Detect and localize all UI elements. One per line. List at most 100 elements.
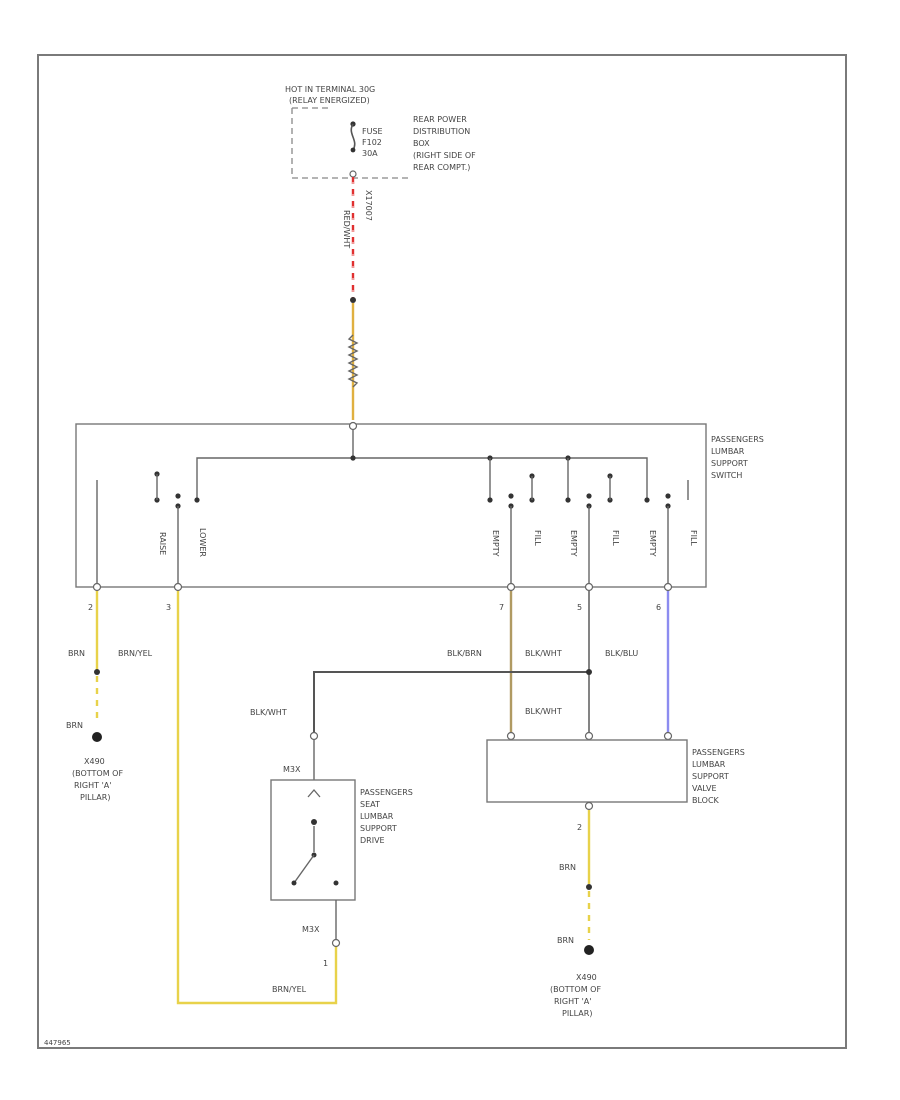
- lumbar-drive-box: [270, 779, 356, 901]
- rear-power-box-line-2: DISTRIBUTION: [413, 127, 470, 136]
- lumbar-switch: PASSENGERS LUMBAR SUPPORT SWITCH: [75, 421, 764, 612]
- contact-empty1-upper: [508, 493, 514, 499]
- rear-power-box-line-3: BOX: [413, 139, 430, 148]
- red-white-wire-label: RED/WHT: [342, 210, 351, 248]
- switch-contacts: [96, 471, 689, 583]
- right-ground-circuit: BRN BRN X490 (BOTTOM OF RIGHT 'A' PILLAR…: [550, 810, 601, 1018]
- drive-contact-left: [291, 880, 297, 886]
- left-ground-line-1: X490: [84, 757, 105, 766]
- valve-pin-2: 2: [577, 823, 582, 832]
- brn-yel-label-bottom: BRN/YEL: [272, 985, 307, 994]
- contact-label-fill-2: FILL: [611, 530, 620, 546]
- right-ground-line-3: RIGHT 'A': [554, 997, 591, 1006]
- drive-contact-right: [333, 880, 339, 886]
- drive-bottom-connector: [331, 938, 341, 948]
- blk-wht-splice: [586, 669, 592, 675]
- coil-symbol: [347, 334, 359, 388]
- switch-pin-3-connector: [173, 582, 183, 592]
- switch-name-line-2: LUMBAR: [711, 447, 745, 456]
- switch-name-line-1: PASSENGERS: [711, 435, 764, 444]
- diagram-frame: [37, 54, 847, 1049]
- drive-name-line-4: SUPPORT: [360, 824, 397, 833]
- valve-connector-1: [506, 731, 516, 741]
- switch-internal-bus: [196, 457, 648, 500]
- fuse-bottom-terminal: [350, 147, 356, 153]
- switch-pin-2-connector: [92, 582, 102, 592]
- blk-brn-label: BLK/BRN: [447, 649, 482, 658]
- switch-top-connector: [348, 421, 358, 431]
- right-ground-line-2: (BOTTOM OF: [550, 985, 601, 994]
- rear-power-box-line-1: REAR POWER: [413, 115, 467, 124]
- right-ground-splice: [586, 884, 592, 890]
- blk-blu-label: BLK/BLU: [605, 649, 638, 658]
- left-ground-splice: [94, 669, 100, 675]
- right-brn-label-2: BRN: [557, 936, 574, 945]
- inline-connector: [350, 297, 356, 303]
- left-ground-terminal: [92, 732, 102, 742]
- contact-label-raise: RAISE: [158, 532, 167, 555]
- right-ground-terminal: [584, 945, 594, 955]
- left-ground-circuit: BRN BRN X490 (BOTTOM OF RIGHT 'A' PILLAR…: [66, 591, 123, 802]
- switch-pin-7: 7: [499, 603, 504, 612]
- fuse-id: F102: [362, 138, 382, 147]
- power-source: HOT IN TERMINAL 30G (RELAY ENERGIZED) FU…: [285, 85, 476, 420]
- drive-name-line-3: LUMBAR: [360, 812, 394, 821]
- relay-label: (RELAY ENERGIZED): [289, 96, 370, 105]
- drive-switch-arm: [293, 854, 315, 884]
- rear-power-box-line-5: REAR COMPT.): [413, 163, 470, 172]
- lumbar-switch-box: [75, 423, 707, 588]
- switch-name-line-4: SWITCH: [711, 471, 742, 480]
- wire-blk-wht-drive: [313, 671, 589, 732]
- contact-bus-left: [194, 497, 200, 503]
- left-ground-line-2: (BOTTOM OF: [72, 769, 123, 778]
- valve-connector-3: [663, 731, 673, 741]
- hot-label: HOT IN TERMINAL 30G: [285, 85, 375, 94]
- contact-empty2-upper: [586, 493, 592, 499]
- switch-pin-5: 5: [577, 603, 582, 612]
- rear-power-box-outline: [291, 107, 410, 179]
- drive-pin-1: 1: [323, 959, 328, 968]
- switch-pin-3: 3: [166, 603, 171, 612]
- power-box-connector: [349, 170, 357, 178]
- switch-pin-6-connector: [663, 582, 673, 592]
- rear-power-box-line-4: (RIGHT SIDE OF: [413, 151, 476, 160]
- fuse-symbol: [350, 123, 356, 151]
- drive-name-line-2: SEAT: [360, 800, 380, 809]
- contact-label-empty-2: EMPTY: [569, 530, 578, 557]
- brn-yel-label-top: BRN/YEL: [118, 649, 153, 658]
- diagram-code: 447965: [44, 1039, 71, 1047]
- contact-empty3-bus: [644, 497, 650, 503]
- drive-connector-label: M3X: [283, 765, 301, 774]
- switch-pin-2: 2: [88, 603, 93, 612]
- blk-wht-label-top: BLK/WHT: [525, 649, 562, 658]
- valve-name-line-2: LUMBAR: [692, 760, 726, 769]
- fuse-label: FUSE: [362, 127, 383, 136]
- valve-name-line-5: BLOCK: [692, 796, 720, 805]
- bus-junction-1: [350, 455, 356, 461]
- left-ground-line-3: RIGHT 'A': [74, 781, 111, 790]
- right-ground-line-4: PILLAR): [562, 1009, 592, 1018]
- contact-label-empty-1: EMPTY: [491, 530, 500, 557]
- valve-connector-2: [584, 731, 594, 741]
- drive-name-line-5: DRIVE: [360, 836, 385, 845]
- switch-pin-5-connector: [584, 582, 594, 592]
- contact-label-fill-3: FILL: [689, 530, 698, 546]
- drive-fork-symbol: [307, 789, 321, 798]
- blk-wht-label-left: BLK/WHT: [250, 708, 287, 717]
- contact-empty1-bus: [487, 497, 493, 503]
- connector-id-label: X17007: [364, 190, 373, 221]
- valve-name-line-4: VALVE: [692, 784, 717, 793]
- contact-label-lower: LOWER: [198, 528, 207, 557]
- drive-motor-contact: [311, 819, 317, 825]
- left-ground-line-4: PILLAR): [80, 793, 110, 802]
- drive-bottom-connector-label: M3X: [302, 925, 320, 934]
- valve-name-line-3: SUPPORT: [692, 772, 729, 781]
- drive-name-line-1: PASSENGERS: [360, 788, 413, 797]
- contact-label-fill-1: FILL: [533, 530, 542, 546]
- valve-name-line-1: PASSENGERS: [692, 748, 745, 757]
- right-ground-line-1: X490: [576, 973, 597, 982]
- valve-block: PASSENGERS LUMBAR SUPPORT VALVE BLOCK 2: [486, 731, 745, 832]
- blk-wht-label-right: BLK/WHT: [525, 707, 562, 716]
- right-brn-label: BRN: [559, 863, 576, 872]
